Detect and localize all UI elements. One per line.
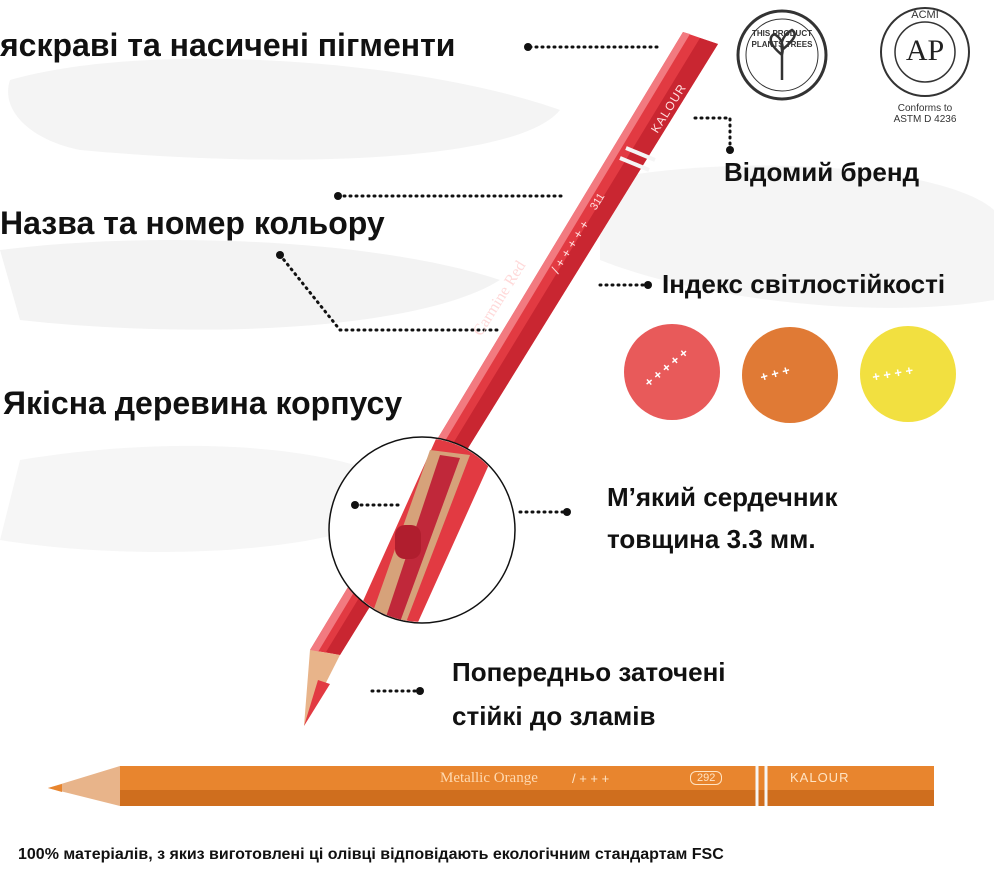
label-lightfastness: Індекс світлостійкості (662, 269, 946, 299)
label-core-line2: товщина 3.3 мм. (607, 524, 816, 554)
label-sharpened-line1: Попередньо заточені (452, 657, 726, 687)
orange-pencil (48, 766, 934, 806)
label-sharpened-line2: стійкі до зламів (452, 701, 656, 731)
plants-trees-logo (736, 9, 828, 101)
label-wood: Якісна деревина корпусу (3, 385, 403, 421)
acmi-ap-logo (880, 7, 970, 97)
plants-trees-text: THIS PRODUCT PLANTS TREES (751, 29, 813, 49)
lightfast-swatches (624, 324, 956, 423)
core-zoom-circle (328, 436, 516, 624)
leader-lines (278, 45, 732, 693)
astm-text: ASTM D 4236 (893, 114, 957, 125)
footer-note: 100% матеріалів, з якиз виготовлені ці о… (18, 846, 724, 863)
acmi-ring-text: ACMI (911, 9, 939, 21)
orange-pencil-color-text: Metallic Orange (440, 770, 538, 786)
label-brand: Відомий бренд (724, 157, 920, 187)
conforms-text: Conforms to (897, 103, 953, 114)
label-pigments: яскраві та насичені пігменти (0, 27, 456, 63)
label-color-name: Назва та номер кольору (0, 205, 385, 241)
acmi-ap-mark: AP (905, 34, 945, 67)
leader-dots (276, 43, 734, 695)
label-core-line1: М’який сердечник (607, 482, 838, 512)
orange-pencil-brand: KALOUR (790, 770, 850, 785)
orange-pencil-number: 292 (690, 771, 723, 785)
orange-pencil-rating: / + + + (572, 771, 610, 786)
